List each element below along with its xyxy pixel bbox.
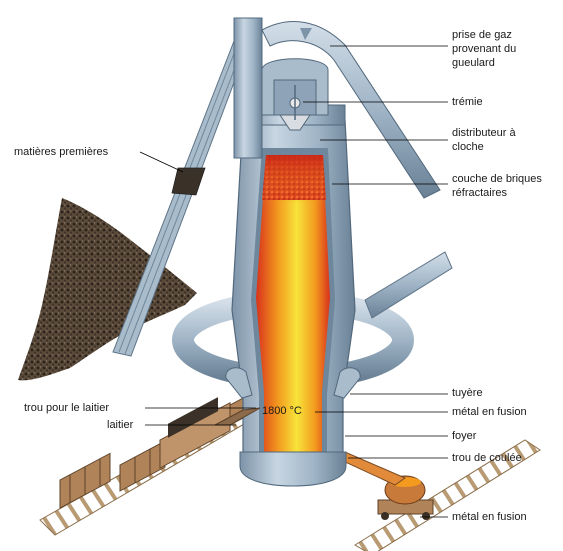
hearth-base <box>240 452 346 486</box>
hot-blast-pipe <box>365 252 452 318</box>
label-trou-laitier: trou pour le laitier <box>24 401 109 415</box>
label-trou-coulee: trou de coulée <box>452 451 522 465</box>
ladle-car <box>378 476 433 520</box>
temperature-label: 1800 °C <box>262 405 302 417</box>
label-foyer: foyer <box>452 429 476 443</box>
label-metal-fusion-1: métal en fusion <box>452 405 527 419</box>
label-prise-de-gaz: prise de gaz provenant du gueulard <box>452 28 516 70</box>
label-tremie: trémie <box>452 95 483 109</box>
label-matieres-premieres: matières premières <box>14 145 108 159</box>
label-metal-fusion-2: métal en fusion <box>452 510 527 524</box>
label-couche-briques: couche de briques réfractaires <box>452 172 542 200</box>
label-distributeur: distributeur à cloche <box>452 126 516 154</box>
label-laitier: laitier <box>107 418 133 432</box>
label-tuyere: tuyère <box>452 386 483 400</box>
